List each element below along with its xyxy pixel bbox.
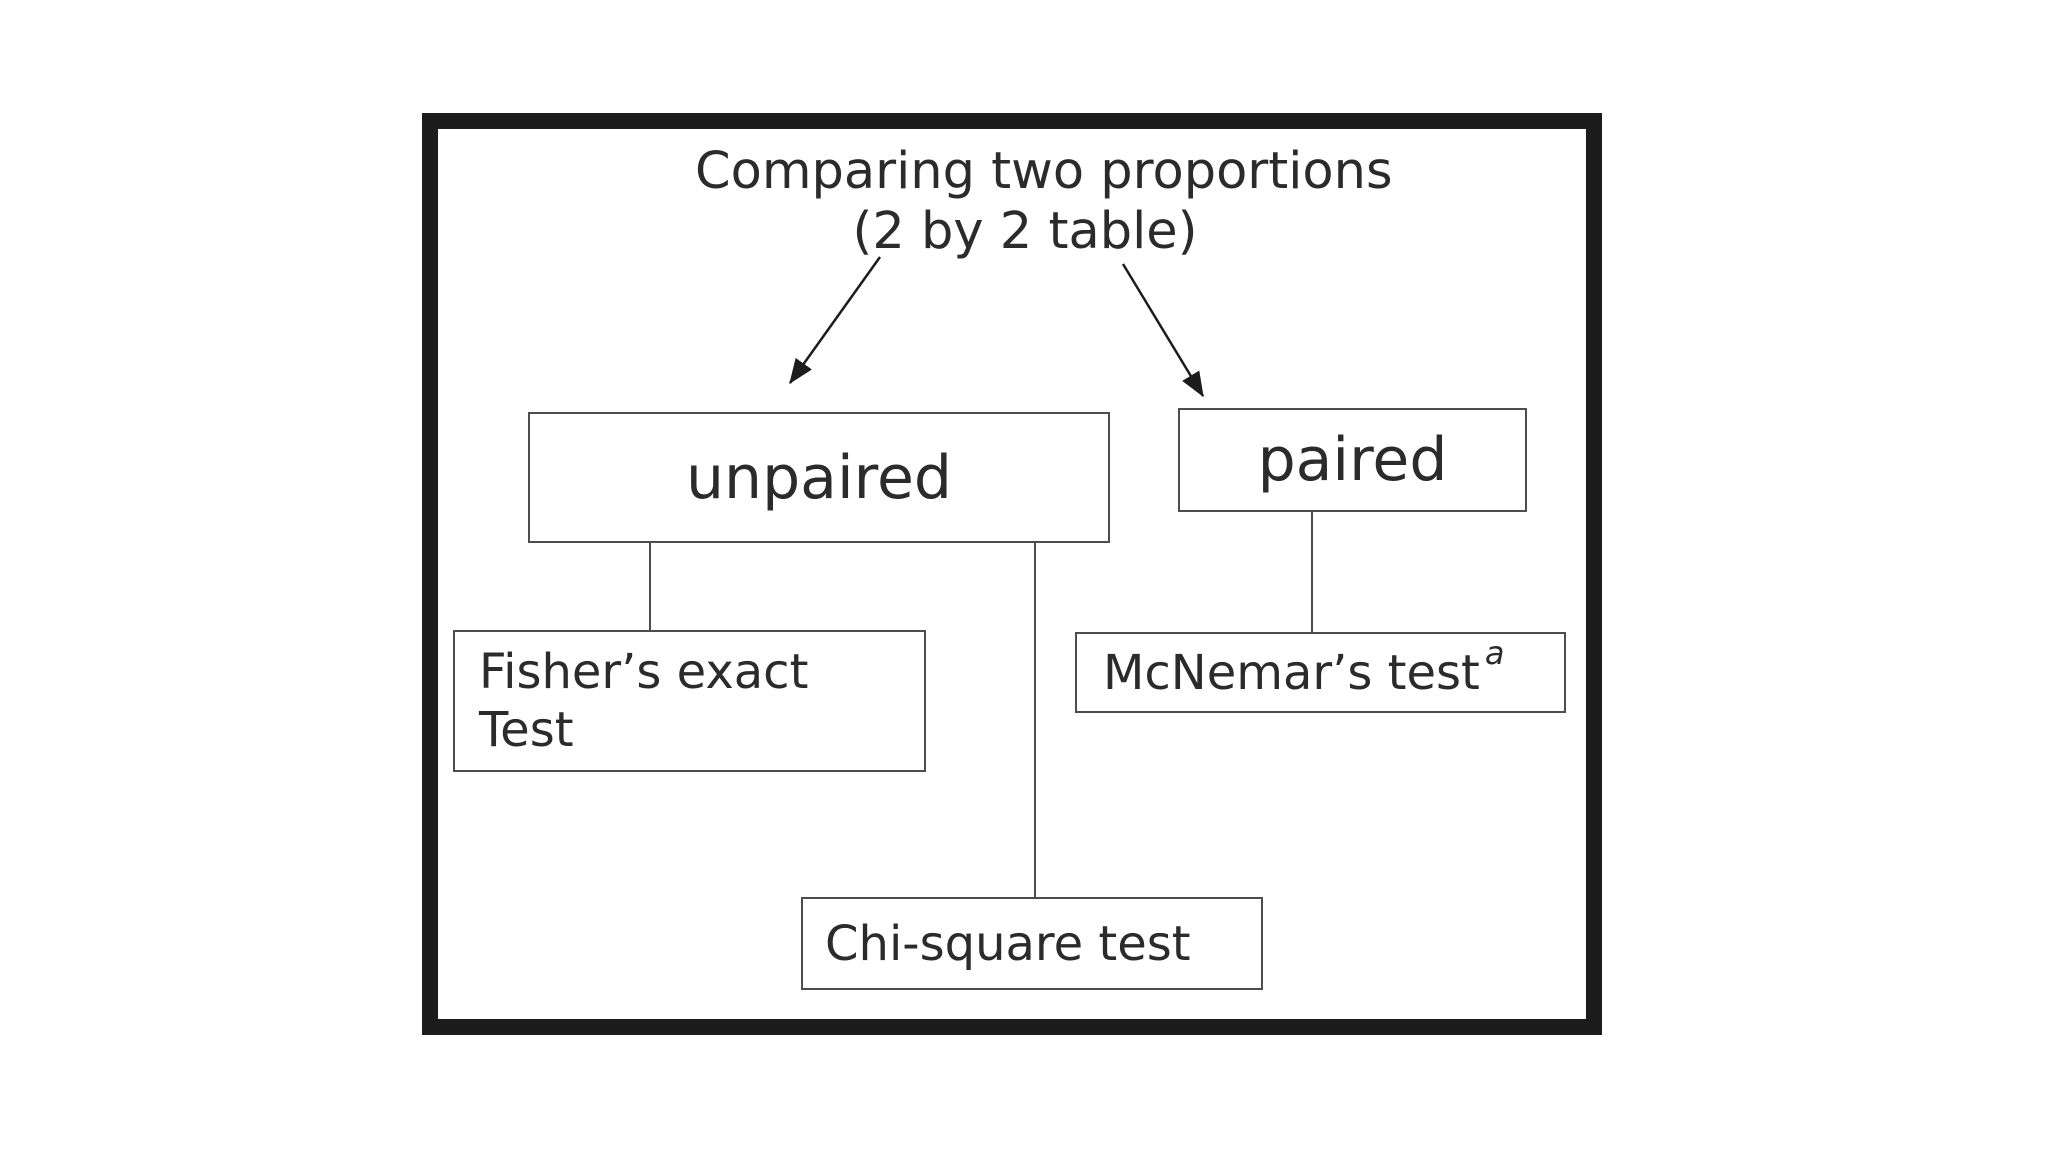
node-fishers-exact-test-label: Fisher’s exact Test <box>479 644 809 758</box>
node-chi-square-test-label: Chi-square test <box>825 915 1191 972</box>
node-fishers-exact-test: Fisher’s exact Test <box>453 630 926 772</box>
flowchart-frame <box>422 113 1602 1035</box>
node-paired-label: paired <box>1257 425 1448 495</box>
connector-unpaired-chisquare <box>1034 543 1036 897</box>
diagram-title-line2: (2 by 2 table) <box>852 202 1198 261</box>
node-unpaired: unpaired <box>528 412 1110 543</box>
node-unpaired-label: unpaired <box>686 442 952 513</box>
node-mcnemars-test-label: McNemar’s test <box>1103 644 1480 701</box>
mcnemar-footnote-marker: a <box>1484 633 1505 672</box>
connector-paired-mcnemar <box>1311 512 1313 632</box>
connector-unpaired-fisher <box>649 543 651 630</box>
node-chi-square-test: Chi-square test <box>801 897 1263 990</box>
node-paired: paired <box>1178 408 1527 512</box>
diagram-title: Comparing two proportions (2 by 2 table) <box>695 142 1393 262</box>
diagram-title-line1: Comparing two proportions <box>695 142 1393 201</box>
node-mcnemars-test: McNemar’s test a <box>1075 632 1566 713</box>
